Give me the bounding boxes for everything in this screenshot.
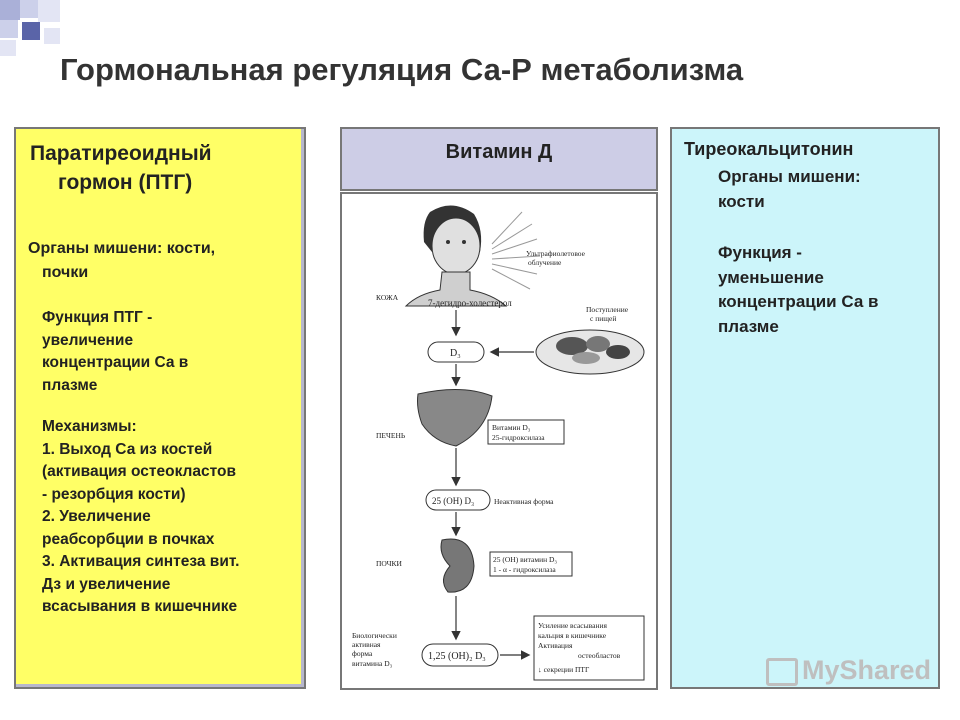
pth-mechanism-line: 3. Активация синтеза вит.	[42, 553, 240, 570]
uv-rays-icon	[491, 211, 541, 290]
watermark-text: MyShared	[802, 655, 932, 685]
calcitonin-function: Функция - уменьшение концентрации Са в п…	[718, 241, 878, 339]
pth-targets: Органы мишени: кости, почки	[28, 237, 215, 285]
active-form-label: Биологически	[352, 631, 397, 640]
uv-label: облучение	[528, 258, 562, 267]
corner-square	[44, 28, 60, 44]
uv-label: Ультрафиолетовое	[526, 249, 586, 258]
effect-label: ↓ секреции ПТГ	[538, 665, 590, 674]
liver-enzyme-box	[487, 419, 565, 445]
inactive-label: Неактивная форма	[494, 497, 554, 506]
presentation-icon	[766, 657, 798, 686]
kidney-label: ПОЧКИ	[376, 559, 403, 568]
food-plate-illustration	[535, 329, 645, 375]
corner-square	[20, 0, 38, 18]
kidney-enzyme-box	[489, 551, 573, 577]
calcitonin-heading: Тиреокальцитонин	[684, 139, 854, 159]
corner-square	[0, 0, 20, 20]
effect-label: Усиление всасывания	[538, 621, 607, 630]
active-form-label: активная	[352, 640, 381, 649]
active-form-label: витамина D₃	[352, 659, 393, 668]
calcitonin-target-line: кости	[718, 191, 765, 211]
calcitonin-panel: Тиреокальцитонин Органы мишени: кости Фу…	[670, 127, 940, 689]
pth-mechanism-line: реабсорбции в почках	[42, 530, 215, 548]
kidney-enzyme-label: 25 (OH) витамин D₃	[493, 555, 557, 564]
pth-mechanism-line: 2. Увеличение	[42, 508, 151, 525]
food-label: Поступление	[586, 305, 629, 314]
liver-label: ПЕЧЕНЬ	[376, 431, 406, 440]
liver-enzyme-label: Витамин D₃	[492, 423, 531, 432]
calcitonin-function-line: уменьшение	[718, 267, 824, 287]
vitamin-d-flow-diagram: Ультрафиолетовое облучение КОЖА 7-дегидр…	[352, 205, 645, 681]
person-illustration	[404, 205, 508, 307]
pth-mechanism-line: - резорбция кости)	[42, 485, 186, 503]
effect-label: Активация	[538, 641, 573, 650]
liver-illustration	[417, 388, 493, 447]
pth-function-line: Функция ПТГ -	[42, 309, 153, 326]
pth-mechanism-line: (активация остеокластов	[42, 463, 236, 480]
calcitonin-function-line: Функция -	[718, 243, 802, 262]
watermark-logo: MyShared	[766, 655, 931, 686]
pth-function-line: увеличение	[42, 331, 134, 349]
pth-mechanisms: Механизмы: 1. Выход Са из костей (актива…	[42, 416, 239, 619]
pth-function: Функция ПТГ - увеличение концентрации Са…	[42, 307, 188, 397]
page-title: Гормональная регуляция Са-Р метаболизма	[60, 52, 744, 87]
final-node	[421, 643, 499, 667]
d3-label: D₃	[450, 348, 461, 359]
oh-d3-label: 25 (OH) D₃	[432, 496, 474, 506]
calcitonin-function-line: концентрации Са в	[718, 292, 879, 311]
vitamin-d-diagram: Ультрафиолетовое облучение КОЖА 7-дегидр…	[340, 192, 658, 690]
pth-mechanism-line: всасывания в кишечнике	[42, 598, 238, 615]
food-label: с пищей	[590, 314, 616, 323]
pth-mechanism-line: Механизмы:	[42, 418, 137, 435]
pth-mechanism-line: Дз и увеличение	[42, 575, 171, 593]
corner-square	[22, 22, 40, 40]
liver-enzyme-label: 25-гидроксилаза	[492, 433, 545, 442]
vitamin-d-heading: Витамин Д	[445, 141, 553, 163]
pth-heading-line: Паратиреоидный	[30, 142, 212, 165]
pth-heading-line: гормон (ПТГ)	[58, 171, 193, 194]
corner-square	[38, 0, 60, 22]
kidney-illustration	[440, 538, 475, 593]
skin-label: КОЖА	[376, 293, 399, 302]
dehydro-label: 7-дегидро-холестерол	[428, 298, 512, 308]
calcitonin-target-line: Органы мишени:	[718, 167, 861, 186]
pth-mechanism-line: 1. Выход Са из костей	[42, 440, 213, 458]
calcitonin-function-line: плазме	[718, 316, 779, 336]
kidney-enzyme-label: 1 - α - гидроксилаза	[493, 565, 556, 574]
pth-function-line: плазме	[42, 376, 98, 394]
active-form-label: форма	[352, 649, 373, 658]
final-label: 1,25 (OH)₂ D₃	[428, 651, 486, 662]
calcitonin-targets: Органы мишени: кости	[718, 165, 861, 214]
effect-label: остеобластов	[578, 651, 621, 660]
pth-panel: Паратиреоидный гормон (ПТГ) Органы мишен…	[14, 127, 306, 689]
vitamin-d-header: Витамин Д	[340, 127, 658, 191]
pth-targets-line: Органы мишени: кости,	[28, 240, 216, 257]
pth-targets-line: почки	[42, 264, 89, 281]
corner-square	[0, 40, 16, 56]
corner-square	[0, 20, 18, 38]
effects-box	[533, 615, 645, 681]
oh-d3-node	[425, 489, 491, 511]
effect-label: кальция в кишечнике	[538, 631, 607, 640]
d3-node	[427, 341, 485, 363]
pth-heading: Паратиреоидный гормон (ПТГ)	[30, 139, 212, 197]
pth-function-line: концентрации Са в	[42, 354, 189, 371]
